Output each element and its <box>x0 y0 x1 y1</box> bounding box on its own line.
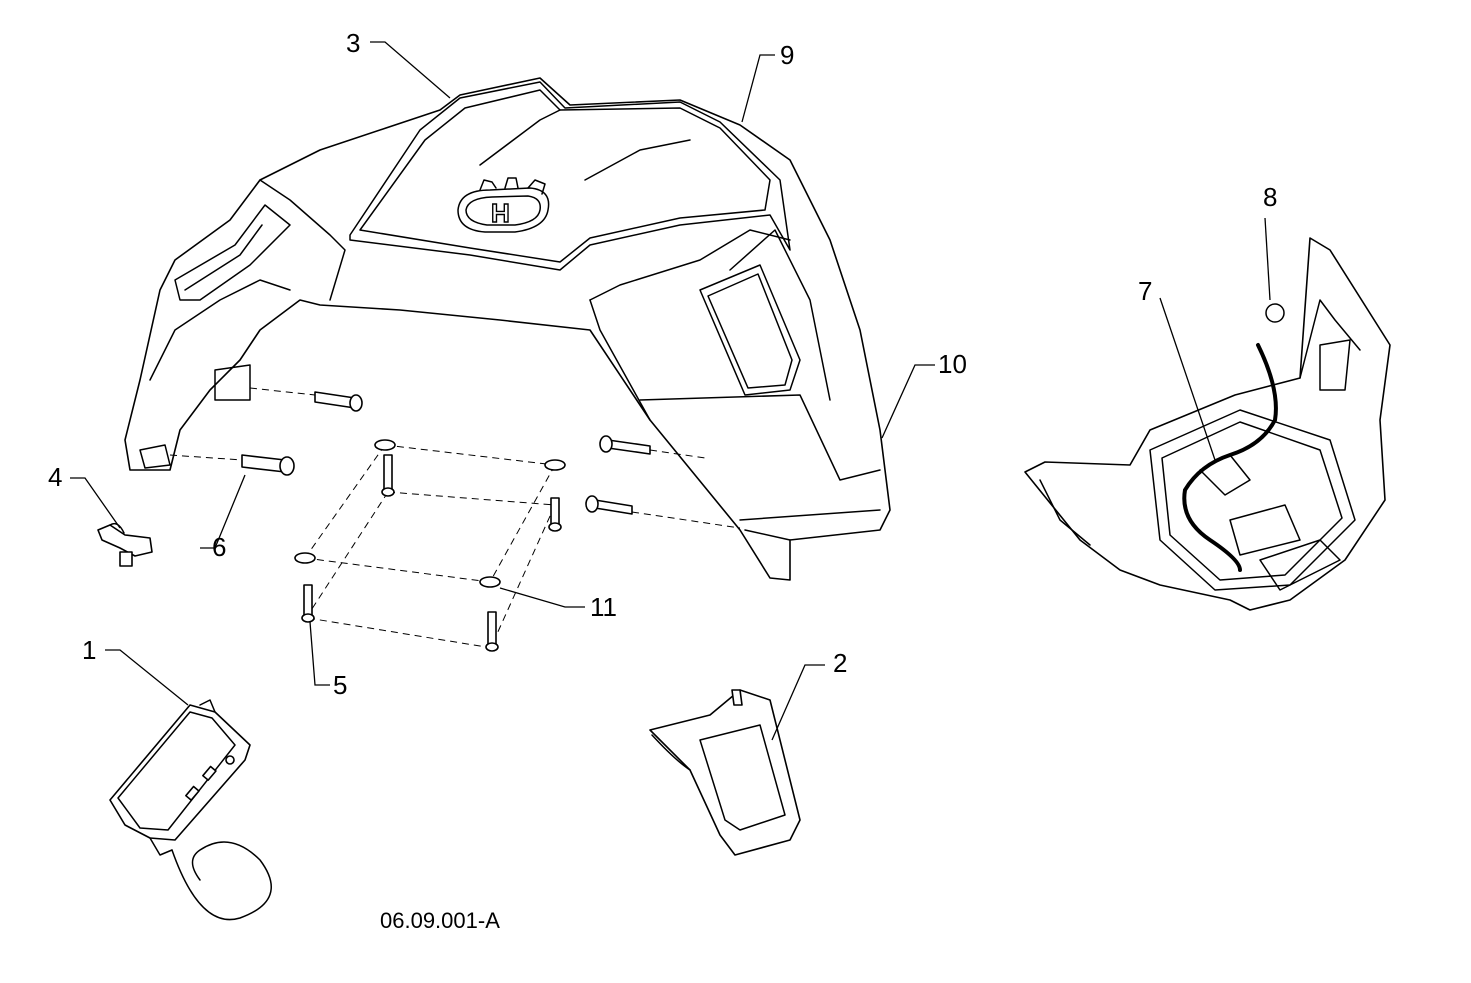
hood-cover[interactable] <box>124 77 891 581</box>
hood-underside-view <box>1024 237 1391 611</box>
callout-6: 6 <box>212 532 226 562</box>
screw <box>303 584 313 616</box>
callout-9: 9 <box>780 40 794 70</box>
grommet-part <box>1265 303 1285 323</box>
clip-part <box>97 522 153 567</box>
callout-3: 3 <box>346 28 360 58</box>
pin-lower <box>169 454 295 476</box>
callout-labels: 3 9 10 8 7 4 6 11 5 1 2 <box>48 28 1277 700</box>
washer <box>544 459 566 471</box>
fastener-grid <box>294 439 566 652</box>
dash-panel-part <box>109 699 272 921</box>
bolt-right-lower <box>585 495 741 529</box>
brand-logo-icon: H <box>457 177 550 233</box>
screw <box>550 497 560 526</box>
instrument-cover-part <box>649 689 801 856</box>
callout-5: 5 <box>333 670 347 700</box>
screw <box>487 611 497 646</box>
callout-7: 7 <box>1138 276 1152 306</box>
screw <box>383 454 393 491</box>
bolt-right-upper <box>599 435 706 459</box>
callout-11: 11 <box>590 592 617 622</box>
drawing-number: 06.09.001-A <box>380 908 500 933</box>
callout-2: 2 <box>833 648 847 678</box>
leader-lines <box>70 41 1271 741</box>
pin-upper <box>249 387 363 412</box>
washer <box>479 576 501 588</box>
washer <box>374 439 396 451</box>
washer <box>294 552 316 564</box>
callout-1: 1 <box>82 635 96 665</box>
callout-10: 10 <box>938 349 967 379</box>
callout-4: 4 <box>48 462 62 492</box>
callout-8: 8 <box>1263 182 1277 212</box>
logo-letter: H <box>491 198 510 228</box>
